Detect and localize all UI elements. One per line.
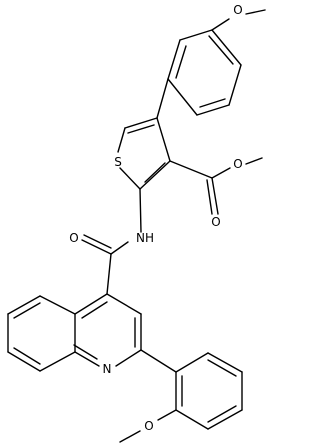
atom-label-nitrogen: N <box>103 362 112 376</box>
bond <box>124 117 158 129</box>
bond <box>119 167 141 190</box>
bond <box>179 29 213 41</box>
bond <box>207 359 237 377</box>
bond <box>115 349 142 367</box>
bond <box>81 301 108 319</box>
bond <box>211 177 219 215</box>
structure-canvas: O S O O O NH N O <box>7 3 266 443</box>
bond <box>167 78 198 116</box>
atom-label-oxygen: O <box>69 231 78 245</box>
bond <box>39 351 76 372</box>
bond <box>106 253 112 295</box>
bond <box>208 35 234 65</box>
bond <box>207 405 237 423</box>
atom-label-oxygen: O <box>144 419 153 433</box>
bond <box>211 29 242 66</box>
bond <box>119 430 141 443</box>
bond <box>175 45 187 79</box>
bond <box>7 295 41 315</box>
bond <box>139 188 142 233</box>
bond <box>156 117 171 162</box>
bond <box>199 98 226 108</box>
atom-label-sulfur: S <box>114 155 122 169</box>
atom-label-oxygen: O <box>233 3 242 17</box>
atom-label-amine: NH <box>136 231 154 245</box>
atom-label-oxygen: O <box>233 157 242 171</box>
bond <box>196 104 230 116</box>
bond <box>167 39 181 80</box>
bond <box>207 409 243 430</box>
bond <box>127 124 155 134</box>
bond <box>228 64 242 106</box>
bond <box>106 293 142 315</box>
bond <box>175 409 209 430</box>
bond <box>13 347 41 365</box>
bond <box>245 9 266 15</box>
bond <box>7 351 41 372</box>
bond <box>13 302 41 319</box>
bond <box>117 127 126 153</box>
bond <box>83 234 112 249</box>
bond <box>245 157 263 165</box>
bonds <box>7 9 266 443</box>
bond <box>207 352 243 373</box>
molecule-structure: O S O O O NH N O <box>7 3 266 443</box>
atom-label-oxygen: O <box>211 215 220 229</box>
bond <box>73 344 98 360</box>
bond <box>74 293 108 315</box>
bond <box>39 295 76 315</box>
bond <box>140 349 177 373</box>
atom-labels: O S O O O NH N O <box>69 3 242 433</box>
bond <box>156 78 169 119</box>
bond <box>211 167 231 179</box>
bond <box>81 239 112 255</box>
bond <box>139 160 171 190</box>
bond <box>74 351 100 367</box>
bond <box>175 352 209 373</box>
bond <box>157 409 177 421</box>
bond <box>206 179 213 215</box>
bond <box>110 241 129 255</box>
bond <box>211 18 230 31</box>
bond <box>169 160 213 179</box>
bond <box>144 162 166 183</box>
